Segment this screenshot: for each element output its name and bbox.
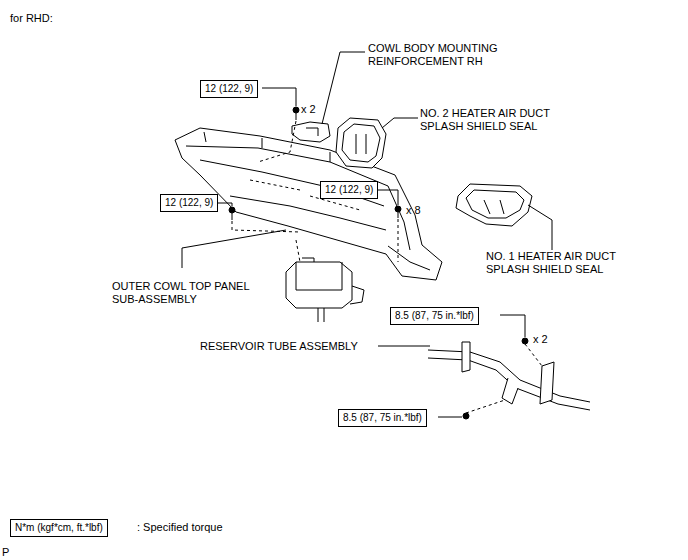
quantity: x 2 — [533, 333, 548, 346]
torque-spec: 12 (122, 9) — [200, 80, 258, 98]
legend-text: : Specified torque — [137, 521, 223, 534]
part-name: NO. 2 HEATER AIR DUCT SPLASH SHIELD SEAL — [420, 107, 580, 133]
heading: for RHD: — [10, 12, 53, 25]
quantity: x 8 — [406, 204, 421, 217]
torque-value: N*m (kgf*cm, ft.*lbf) — [15, 522, 103, 533]
part-name: RESERVOIR TUBE ASSEMBLY — [200, 340, 358, 353]
torque-value: 12 (122, 9) — [205, 83, 253, 94]
torque-value: 8.5 (87, 75 in.*lbf) — [395, 310, 474, 321]
torque-spec: 12 (122, 9) — [160, 194, 218, 212]
torque-spec: 8.5 (87, 75 in.*lbf) — [338, 409, 427, 427]
part-name: OUTER COWL TOP PANEL SUB-ASSEMBLY — [112, 280, 272, 306]
torque-value: 8.5 (87, 75 in.*lbf) — [343, 412, 422, 423]
torque-spec: 8.5 (87, 75 in.*lbf) — [390, 307, 479, 325]
page-mark: P — [2, 546, 9, 559]
torque-value: 12 (122, 9) — [325, 184, 373, 195]
torque-value: 12 (122, 9) — [165, 197, 213, 208]
part-name: NO. 1 HEATER AIR DUCT SPLASH SHIELD SEAL — [486, 250, 646, 276]
legend-torque-box: N*m (kgf*cm, ft.*lbf) — [10, 519, 108, 537]
part-name: COWL BODY MOUNTING REINFORCEMENT RH — [368, 42, 518, 68]
quantity: x 2 — [301, 103, 316, 116]
torque-spec: 12 (122, 9) — [320, 181, 378, 199]
